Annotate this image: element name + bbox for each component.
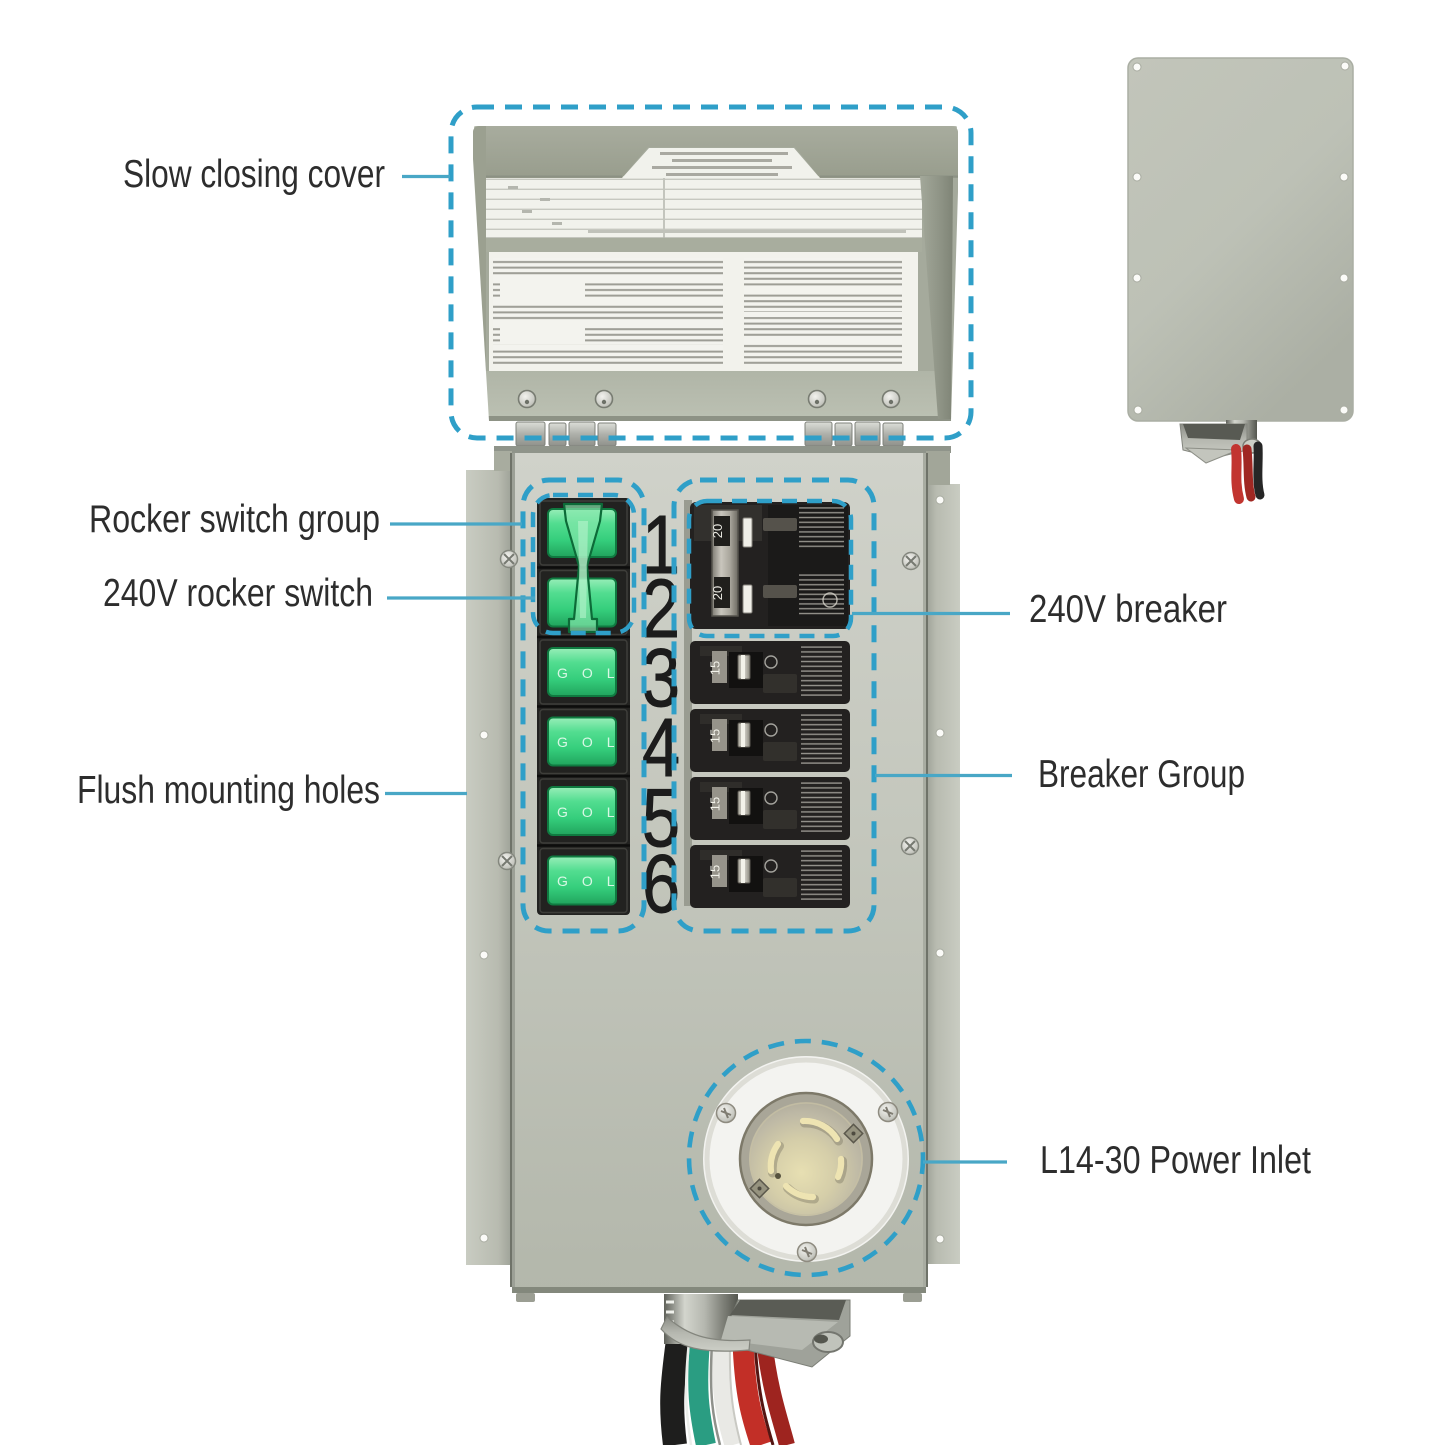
svg-text:240V rocker switch: 240V rocker switch [103, 572, 373, 615]
svg-text:GOL: GOL [557, 873, 629, 889]
svg-text:240V breaker: 240V breaker [1029, 588, 1227, 631]
svg-text:GOL: GOL [557, 665, 629, 681]
svg-text:15: 15 [708, 661, 723, 675]
svg-text:4: 4 [642, 701, 680, 794]
svg-text:Rocker switch group: Rocker switch group [89, 498, 380, 541]
svg-text:Breaker Group: Breaker Group [1038, 753, 1245, 796]
svg-text:Flush mounting holes: Flush mounting holes [77, 769, 380, 812]
svg-text:15: 15 [708, 797, 723, 811]
svg-text:6: 6 [642, 837, 680, 930]
svg-text:2: 2 [642, 562, 680, 655]
svg-text:20: 20 [710, 586, 725, 600]
svg-text:GOL: GOL [557, 804, 629, 820]
svg-text:L14-30 Power Inlet: L14-30 Power Inlet [1040, 1139, 1311, 1182]
svg-text:Slow closing cover: Slow closing cover [123, 153, 385, 196]
svg-text:15: 15 [708, 865, 723, 879]
svg-text:15: 15 [708, 729, 723, 743]
svg-text:20: 20 [710, 524, 725, 538]
svg-text:GOL: GOL [557, 734, 629, 750]
